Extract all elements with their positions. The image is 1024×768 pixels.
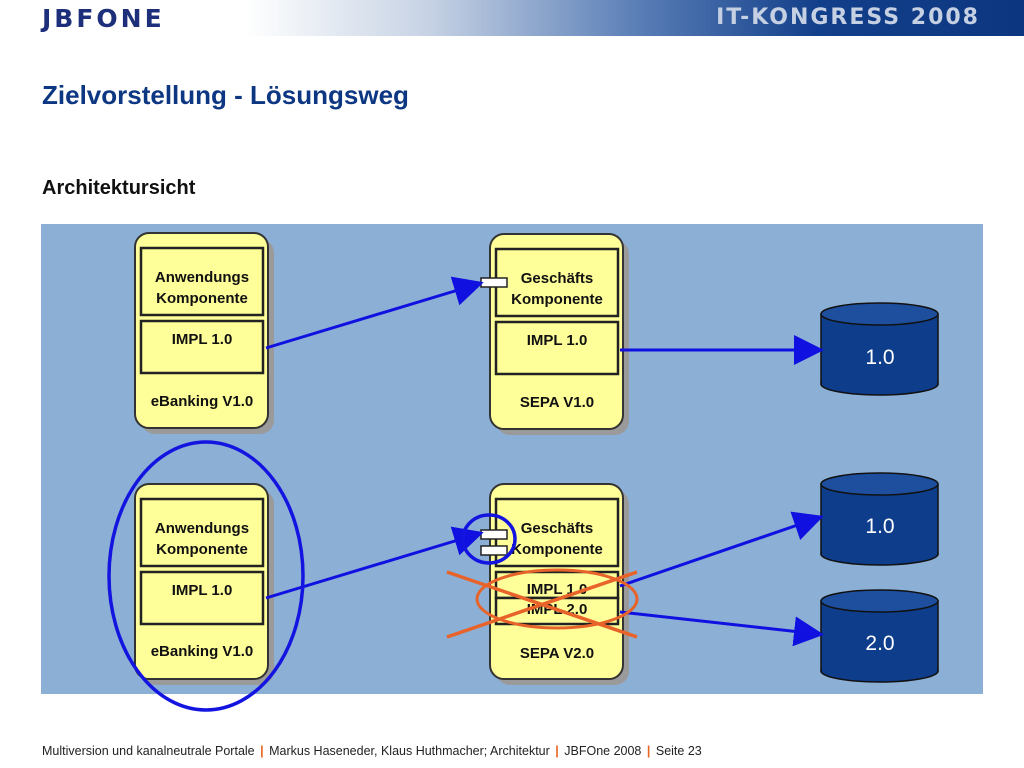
sepa-top-label: SEPA V1.0 <box>520 394 594 411</box>
slide-title: Zielvorstellung - Lösungsweg <box>42 80 409 110</box>
ebanking-top-component-line1: Anwendungs <box>155 269 249 286</box>
ebanking-module-bottom: Anwendungs Komponente IMPL 1.0 eBanking … <box>134 483 274 685</box>
ebanking-top-impl: IMPL 1.0 <box>172 331 233 348</box>
ebanking-bottom-label: eBanking V1.0 <box>151 643 254 660</box>
database-top: 1.0 <box>820 302 939 396</box>
database-bottom-1: 1.0 <box>820 472 939 566</box>
slide-subtitle: Architektursicht <box>42 177 196 199</box>
ebanking-bottom-component-line2: Komponente <box>156 541 248 558</box>
interface-port-bottom-1 <box>480 529 508 540</box>
interface-port-bottom-2 <box>480 545 508 556</box>
ebanking-module-top: Anwendungs Komponente IMPL 1.0 eBanking … <box>134 232 274 434</box>
footer-event: JBFOne 2008 <box>564 744 642 758</box>
footer-page: Seite 23 <box>655 744 702 758</box>
footer-separator-2: | <box>555 744 559 758</box>
highlight-impl-ellipse <box>475 568 639 630</box>
database-bottom-2-version: 2.0 <box>865 632 894 655</box>
footer-topic: Multiversion und kanalneutrale Portale <box>42 744 255 758</box>
sepa-module-top: Geschäfts Komponente IMPL 1.0 SEPA V1.0 <box>480 233 629 435</box>
database-bottom-1-version: 1.0 <box>865 515 894 538</box>
sepa-bottom-label: SEPA V2.0 <box>520 645 594 662</box>
arrow-ebanking-to-sepa-bottom <box>265 526 484 600</box>
footer-authors: Markus Haseneder, Klaus Huthmacher; Arch… <box>269 744 550 758</box>
event-title: IT-KONGRESS 2008 <box>716 5 980 30</box>
sepa-module-bottom: Geschäfts Komponente IMPL 1.0 IMPL 2.0 S… <box>480 483 629 685</box>
ebanking-top-label: eBanking V1.0 <box>151 393 254 410</box>
interface-port-top <box>480 277 508 288</box>
footer: Multiversion und kanalneutrale Portale |… <box>42 744 702 758</box>
ebanking-top-component-line2: Komponente <box>156 290 248 307</box>
arrow-impl1-to-db1 <box>619 511 824 588</box>
jbfone-logo: JBFONE <box>42 4 165 33</box>
sepa-bottom-impl-1: IMPL 1.0 <box>527 581 588 598</box>
footer-separator-3: | <box>646 744 651 758</box>
highlight-ebanking-ellipse <box>107 440 305 712</box>
ebanking-bottom-impl: IMPL 1.0 <box>172 582 233 599</box>
arrow-impl2-to-db2 <box>619 610 824 647</box>
header-bar: JBFONE IT-KONGRESS 2008 <box>0 0 1024 36</box>
database-bottom-2: 2.0 <box>820 589 939 683</box>
cross-line-2 <box>446 570 638 639</box>
sepa-bottom-component-line2: Komponente <box>511 541 603 558</box>
ebanking-bottom-component-line1: Anwendungs <box>155 520 249 537</box>
highlight-interface-circle <box>461 513 517 565</box>
sepa-top-impl: IMPL 1.0 <box>527 332 588 349</box>
footer-separator-1: | <box>260 744 264 758</box>
database-top-version: 1.0 <box>865 346 894 369</box>
arrow-ebanking-to-sepa-top <box>265 276 484 350</box>
sepa-top-component-line1: Geschäfts <box>521 270 594 287</box>
sepa-top-component-line2: Komponente <box>511 291 603 308</box>
sepa-bottom-component-line1: Geschäfts <box>521 520 594 537</box>
